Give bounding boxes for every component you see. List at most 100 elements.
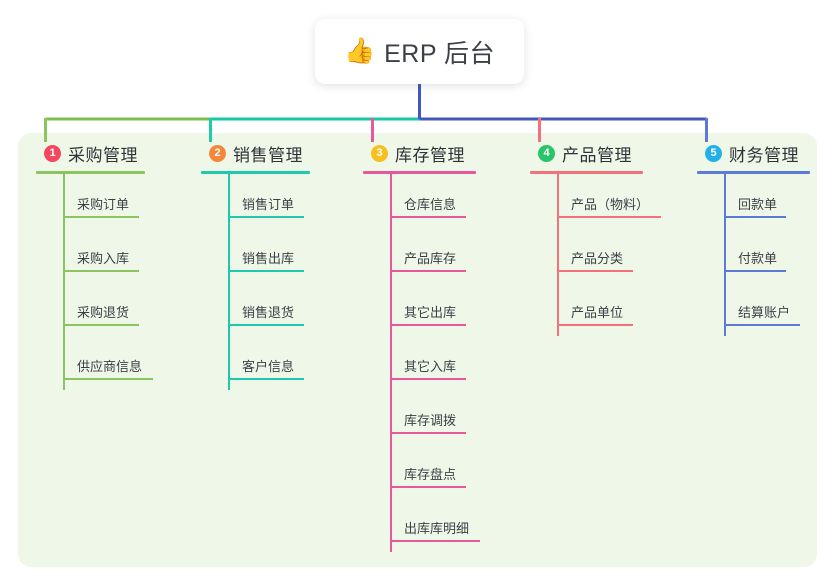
column-underline — [697, 171, 810, 174]
leaf-underline — [724, 216, 786, 218]
leaf-underline — [724, 324, 800, 326]
leaf-underline — [63, 216, 139, 218]
leaf-item[interactable]: 其它入库 — [390, 336, 476, 390]
column-title: 库存管理 — [395, 145, 465, 165]
leaf-item[interactable]: 产品（物料） — [557, 174, 661, 228]
column-title: 销售管理 — [233, 145, 303, 165]
leaf-item[interactable]: 采购退货 — [63, 282, 145, 336]
leaf-item[interactable]: 仓库信息 — [390, 174, 476, 228]
leaf-underline — [557, 270, 633, 272]
leaf-label: 库存盘点 — [404, 467, 457, 482]
leaf-item[interactable]: 库存盘点 — [390, 444, 476, 498]
column-items: 销售订单销售出库销售退货客户信息 — [228, 174, 310, 390]
leaf-item[interactable]: 销售订单 — [228, 174, 310, 228]
number-badge-icon: 3 — [371, 144, 388, 162]
leaf-underline — [390, 270, 466, 272]
column-1: 1 采购管理采购订单采购入库采购退货供应商信息 — [36, 140, 153, 390]
column-items: 采购订单采购入库采购退货供应商信息 — [63, 174, 153, 390]
leaf-item[interactable]: 客户信息 — [228, 336, 310, 390]
leaf-item[interactable]: 库存调拨 — [390, 390, 476, 444]
leaf-underline — [390, 540, 480, 542]
column-2: 2 销售管理销售订单销售出库销售退货客户信息 — [201, 140, 310, 390]
number-badge-icon: 4 — [538, 144, 555, 162]
column-underline — [530, 171, 643, 174]
leaf-label: 出库库明细 — [404, 521, 470, 536]
leaf-underline — [228, 270, 304, 272]
leaf-item[interactable]: 结算账户 — [724, 282, 810, 336]
leaf-label: 其它入库 — [404, 359, 457, 374]
column-items: 回款单付款单结算账户 — [724, 174, 810, 336]
column-5: 5 财务管理回款单付款单结算账户 — [697, 140, 810, 336]
leaf-label: 产品（物料） — [571, 197, 650, 212]
leaf-item[interactable]: 产品库存 — [390, 228, 476, 282]
leaf-label: 其它出库 — [404, 305, 457, 320]
column-header-1[interactable]: 1 采购管理 — [36, 140, 145, 166]
column-spine — [228, 174, 230, 390]
leaf-label: 产品单位 — [571, 305, 624, 320]
leaf-item[interactable]: 产品分类 — [557, 228, 643, 282]
column-3: 3 库存管理仓库信息产品库存其它出库其它入库库存调拨库存盘点出库库明细 — [363, 140, 480, 552]
root-title: ERP 后台 — [384, 39, 496, 68]
leaf-label: 库存调拨 — [404, 413, 457, 428]
leaf-item[interactable]: 销售退货 — [228, 282, 310, 336]
column-items: 产品（物料） 产品分类产品单位 — [557, 174, 661, 336]
number-badge-icon: 5 — [705, 144, 722, 162]
leaf-item[interactable]: 采购订单 — [63, 174, 145, 228]
leaf-label: 销售订单 — [242, 197, 295, 212]
leaf-item[interactable]: 付款单 — [724, 228, 810, 282]
leaf-label: 结算账户 — [738, 305, 791, 320]
column-underline — [201, 171, 310, 174]
leaf-item[interactable]: 回款单 — [724, 174, 810, 228]
leaf-item[interactable]: 采购入库 — [63, 228, 145, 282]
column-header-4[interactable]: 4 产品管理 — [530, 140, 643, 166]
leaf-underline — [228, 216, 304, 218]
leaf-item[interactable]: 供应商信息 — [63, 336, 153, 390]
column-title: 产品管理 — [562, 145, 632, 165]
column-spine — [557, 174, 559, 336]
leaf-underline — [390, 432, 466, 434]
number-badge-icon: 1 — [44, 144, 61, 162]
column-header-3[interactable]: 3 库存管理 — [363, 140, 476, 166]
column-spine — [724, 174, 726, 336]
leaf-label: 产品分类 — [571, 251, 624, 266]
number-badge-icon: 2 — [209, 144, 226, 162]
leaf-item[interactable]: 销售出库 — [228, 228, 310, 282]
leaf-label: 销售退货 — [242, 305, 295, 320]
leaf-item[interactable]: 其它出库 — [390, 282, 476, 336]
leaf-item[interactable]: 产品单位 — [557, 282, 643, 336]
leaf-underline — [724, 270, 786, 272]
column-title: 财务管理 — [729, 145, 799, 165]
leaf-underline — [390, 216, 466, 218]
leaf-label: 客户信息 — [242, 359, 295, 374]
column-title: 采购管理 — [68, 145, 138, 165]
column-spine — [390, 174, 392, 552]
leaf-underline — [390, 324, 466, 326]
leaf-item[interactable]: 出库库明细 — [390, 498, 480, 552]
leaf-label: 付款单 — [738, 251, 778, 266]
leaf-underline — [63, 324, 139, 326]
column-header-5[interactable]: 5 财务管理 — [697, 140, 810, 166]
leaf-underline — [390, 378, 466, 380]
column-items: 仓库信息产品库存其它出库其它入库库存调拨库存盘点出库库明细 — [390, 174, 480, 552]
leaf-label: 销售出库 — [242, 251, 295, 266]
column-underline — [36, 171, 145, 174]
leaf-label: 回款单 — [738, 197, 778, 212]
diagram-panel — [18, 133, 817, 567]
leaf-label: 采购入库 — [77, 251, 130, 266]
column-underline — [363, 171, 476, 174]
leaf-underline — [390, 486, 466, 488]
leaf-underline — [557, 324, 633, 326]
leaf-underline — [228, 324, 304, 326]
leaf-label: 采购订单 — [77, 197, 130, 212]
leaf-underline — [63, 378, 153, 380]
leaf-label: 采购退货 — [77, 305, 130, 320]
leaf-underline — [557, 216, 661, 218]
thumbs-up-icon: 👍 — [343, 37, 376, 65]
leaf-underline — [63, 270, 139, 272]
root-node[interactable]: 👍 ERP 后台 — [315, 19, 524, 84]
leaf-underline — [228, 378, 304, 380]
column-header-2[interactable]: 2 销售管理 — [201, 140, 310, 166]
leaf-label: 供应商信息 — [77, 359, 143, 374]
leaf-label: 产品库存 — [404, 251, 457, 266]
